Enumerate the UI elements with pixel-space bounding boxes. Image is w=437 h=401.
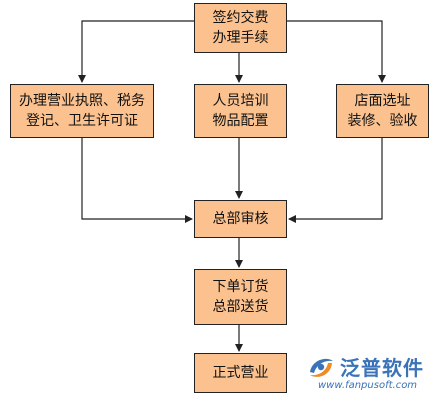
node-opening: 正式营业 [194,353,287,393]
fanpu-logo-mark-icon [310,358,333,377]
node-store-line2: 装修、验收 [347,113,418,129]
edge-sign-to-license [78,20,194,83]
node-order: 下单订货 总部送货 [194,269,287,325]
node-store-line1: 店面选址 [354,93,411,109]
node-training-line1: 人员培训 [212,93,269,109]
node-license: 办理营业执照、税务 登记、卫生许可证 [10,84,154,138]
node-order-line2: 总部送货 [212,299,269,315]
node-training: 人员培训 物品配置 [194,84,287,138]
edge-store-to-review [288,138,383,223]
node-sign-pay-line1: 签约交费 [212,10,269,26]
node-license-line2: 登记、卫生许可证 [26,113,138,129]
logo-url: www.fanpusoft.com [318,380,418,391]
node-store: 店面选址 装修、验收 [336,84,429,138]
logo-name: 泛普软件 [340,356,424,380]
node-training-line2: 物品配置 [212,113,269,129]
node-sign-pay: 签约交费 办理手续 [194,3,287,53]
node-order-line1: 下单订货 [212,279,269,295]
node-hq-review: 总部审核 [194,200,287,238]
node-license-line1: 办理营业执照、税务 [19,93,145,109]
edge-sign-to-store [287,20,386,83]
node-hq-review-line1: 总部审核 [212,211,269,227]
node-opening-line1: 正式营业 [212,365,269,381]
edge-license-to-review [81,138,193,223]
node-sign-pay-line2: 办理手续 [212,30,269,46]
brand-watermark: 泛普软件 www.fanpusoft.com [306,350,434,398]
